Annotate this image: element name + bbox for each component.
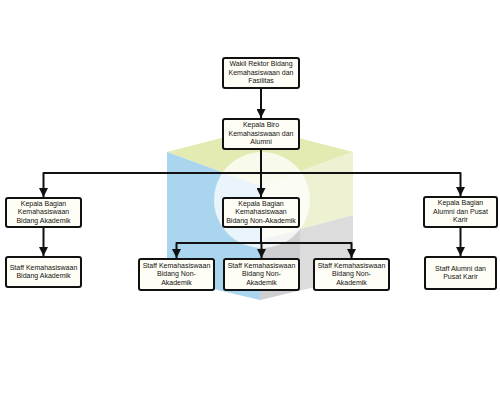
box-label: Kepala Bagian Kemahasiswaan Bidang Akade…: [9, 200, 78, 225]
connector-arrow: [260, 89, 262, 118]
staff-box: Staff Alumni dan Pusat Karir: [424, 256, 497, 290]
position-box: Kepala Biro Kemahasiswaan dan Alumni: [222, 118, 300, 150]
connector-arrow: [460, 228, 462, 256]
connector-arrow: [261, 150, 461, 196]
connector-arrow: [261, 228, 352, 258]
box-label: Kepala Biro Kemahasiswaan dan Alumni: [226, 121, 296, 146]
box-label: Staff Kemahasiswaan Bidang Non-Akademik: [227, 262, 296, 287]
connector-arrow: [43, 228, 45, 256]
position-box: Kepala Bagian Alumni dan Pusat Karir: [423, 196, 498, 228]
position-box: Wakil Rektor Bidang Kemahasiswaan dan Fa…: [222, 57, 300, 89]
position-box: Kepala Bagian Kemahasiswaan Bidang Akade…: [5, 197, 82, 228]
staff-box: Staff Kemahasiswaan Bidang Akademik: [5, 256, 82, 288]
box-label: Kepala Bagian Kemahasiswaan Bidang Non-A…: [226, 200, 296, 225]
staff-box: Staff Kemahasiswaan Bidang Non-Akademik: [313, 258, 390, 291]
connector-arrow: [44, 150, 262, 197]
connector-arrow: [177, 228, 262, 258]
box-label: Staff Kemahasiswaan Bidang Non-Akademik: [317, 262, 386, 287]
box-label: Kepala Bagian Alumni dan Pusat Karir: [427, 199, 494, 224]
box-label: Staff Alumni dan Pusat Karir: [428, 265, 493, 282]
box-label: Wakil Rektor Bidang Kemahasiswaan dan Fa…: [226, 60, 296, 85]
position-box: Kepala Bagian Kemahasiswaan Bidang Non-A…: [222, 197, 300, 228]
staff-box: Staff Kemahasiswaan Bidang Non-Akademik: [223, 258, 300, 291]
box-label: Staff Kemahasiswaan Bidang Akademik: [9, 264, 78, 281]
staff-box: Staff Kemahasiswaan Bidang Non-Akademik: [138, 258, 215, 291]
box-label: Staff Kemahasiswaan Bidang Non-Akademik: [142, 262, 211, 287]
